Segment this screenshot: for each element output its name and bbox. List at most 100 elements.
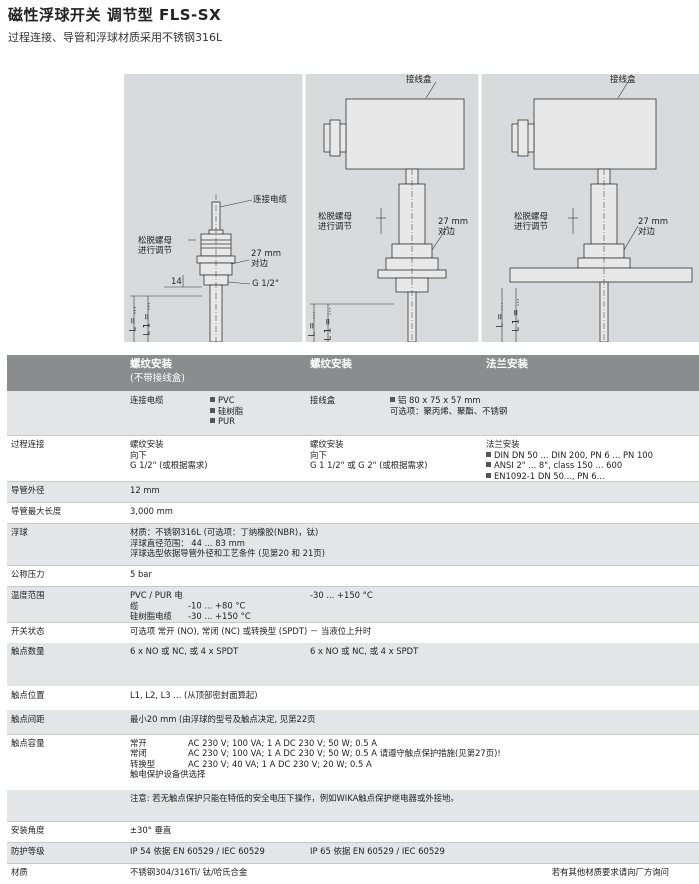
technical-drawings: 连接电缆 松脱螺母 进行调节 27 mm 对边 G 1/2" 14 L = ..… <box>124 74 699 342</box>
process-label: 过程连接 <box>7 435 124 482</box>
temp-label: 温度范围 <box>7 586 124 622</box>
temp-pvc-value: -10 ... +80 °C <box>188 600 246 611</box>
process-c2-line2: 向下 <box>310 449 327 460</box>
label-dim-l-1: L = ... <box>128 306 139 332</box>
row-tube-len: 导管最大长度 3,000 mm <box>7 502 699 524</box>
capacity-warning: 注意: 若无触点保护只能在特低的安全电压下操作，例如WIKA触点保护继电器或外接… <box>124 789 699 821</box>
header-col2: 螺纹安装 <box>306 355 482 391</box>
label-flat-2: 27 mm <box>438 217 469 227</box>
drawing-svg <box>130 74 693 342</box>
cable-opt-pvc: PVC <box>218 395 235 405</box>
row-capacity: 触点容量 常开 AC 230 V; 100 VA; 1 A DC 230 V; 5… <box>7 733 699 790</box>
flange-din: DIN DN 50 ... DIN 200, PN 6 ... PN 100 <box>494 449 653 460</box>
capacity-nc-value: AC 230 V; 100 VA; 1 A DC 230 V; 50 W; 0.… <box>188 748 378 758</box>
label-flat-2b: 对边 <box>438 227 456 237</box>
page-title: 磁性浮球开关 调节型 FLS-SX <box>8 6 222 24</box>
box-value: 铝 80 x 75 x 57 mm <box>398 395 481 405</box>
tube-len-value: 3,000 mm <box>124 502 699 524</box>
ip-label: 防护等级 <box>7 841 124 863</box>
row-warning: 注意: 若无触点保护只能在特低的安全电压下操作，例如WIKA触点保护继电器或外接… <box>7 789 699 821</box>
row-switch: 开关状态 可选项 常开 (NO), 常闭 (NC) 或转换型 (SPDT) － … <box>7 621 699 643</box>
float-selection: 浮球选型依据导管外径和工艺条件 (见第20 和 21页) <box>130 548 325 558</box>
switch-value: 可选项 常开 (NO), 常闭 (NC) 或转换型 (SPDT) － 当液位上升… <box>124 621 699 643</box>
capacity-spdt-label: 转换型 <box>130 758 156 769</box>
material-label: 材质 <box>7 862 124 884</box>
process-c1-line1: 螺纹安装 <box>130 439 164 449</box>
label-dim-l1-3: L 1 = ... <box>511 298 522 332</box>
pressure-label: 公称压力 <box>7 565 124 587</box>
contacts-c1: 6 x NO 或 NC, 或 4 x SPDT <box>124 642 306 686</box>
label-loosen-1: 松脱螺母 <box>138 236 173 246</box>
label-loosen-3: 松脱螺母 <box>514 212 549 222</box>
flange-ansi: ANSI 2" ... 8", class 150 ... 600 <box>494 460 623 470</box>
distance-value: 最小20 mm (由浮球的型号及触点决定, 见第22页 <box>124 709 699 734</box>
process-c2-line3: G 1 1/2" 或 G 2" (或根据需求) <box>310 460 428 470</box>
temp-pvc-label: PVC / PUR 电缆 <box>130 590 183 611</box>
tube-len-label: 导管最大长度 <box>7 502 124 524</box>
process-c1-line2: 向下 <box>130 449 147 460</box>
row-process: 过程连接 螺纹安装 向下 G 1/2" (或根据需求) 螺纹安装 向下 G 1 … <box>7 435 699 482</box>
capacity-label: 触点容量 <box>7 733 124 790</box>
row-angle: 安装角度 ±30° 垂直 <box>7 820 699 842</box>
capacity-no-value: AC 230 V; 100 VA; 1 A DC 230 V; 50 W; 0.… <box>188 737 378 748</box>
label-loosen-2: 松脱螺母 <box>318 212 353 222</box>
tube-dia-label: 导管外径 <box>7 481 124 503</box>
angle-label: 安装角度 <box>7 820 124 842</box>
page-subtitle: 过程连接、导管和浮球材质采用不锈钢316L <box>8 31 223 44</box>
ip-c1: IP 54 依据 EN 60529 / IEC 60529 <box>124 841 306 863</box>
process-c2-line1: 螺纹安装 <box>310 439 344 449</box>
temp-silicone-value: -30 ... +150 °C <box>188 611 251 621</box>
cable-opt-silicone: 硅树脂 <box>218 405 244 416</box>
row-material: 材质 不锈钢304/316Ti/ 钛/哈氏合金 若有其他材质要求请向厂方询问 <box>7 862 699 884</box>
position-label: 触点位置 <box>7 685 124 710</box>
process-c3-label: 法兰安装 <box>486 439 520 449</box>
float-label: 浮球 <box>7 523 124 566</box>
switch-label: 开关状态 <box>7 621 124 643</box>
label-dim-l1-2: L 1 = ... <box>323 307 334 341</box>
process-c1-line3: G 1/2" (或根据需求) <box>130 460 208 470</box>
float-diameter: 浮球直径范围： 44 ... 83 mm <box>130 537 245 548</box>
flange-en: EN1092-1 DN 50..., PN 6... <box>494 470 605 481</box>
label-flat-1: 27 mm <box>251 249 282 259</box>
label-adjust-2: 进行调节 <box>318 222 353 232</box>
row-position: 触点位置 L1, L2, L3 ... (从顶部密封面算起) <box>7 685 699 710</box>
label-dim-l-2: L = ... <box>307 311 318 337</box>
table-header: 螺纹安装 (不带接线盒) 螺纹安装 法兰安装 <box>7 355 699 391</box>
datasheet-page: 磁性浮球开关 调节型 FLS-SX 过程连接、导管和浮球材质采用不锈钢316L <box>7 6 699 884</box>
ip-c2: IP 65 依据 EN 60529 / IEC 60529 <box>306 841 699 863</box>
angle-value: ±30° 垂直 <box>124 820 699 842</box>
box-options: 可选项：聚丙烯、聚酯、不锈钢 <box>390 405 508 416</box>
capacity-spdt-value: AC 230 V; 40 VA; 1 A DC 230 V; 20 W; 0.5… <box>188 758 372 769</box>
position-value: L1, L2, L3 ... (从顶部密封面算起) <box>124 685 699 710</box>
temp-c2: -30 ... +150 °C <box>306 586 699 622</box>
capacity-protect: 触电保护设备供选择 <box>130 769 206 779</box>
row-float: 浮球 材质：不锈钢316L (可选项：丁纳橡胶(NBR)，钛) 浮球直径范围： … <box>7 523 699 566</box>
label-dim-l-3: L = ... <box>495 302 506 328</box>
label-dim-l1-1: L 1 = ... <box>142 302 153 336</box>
material-c3: 若有其他材质要求请向厂方询问 <box>482 862 699 884</box>
box-label: 接线盒 <box>310 395 336 405</box>
label-adjust-3: 进行调节 <box>514 222 549 232</box>
spec-table: 螺纹安装 (不带接线盒) 螺纹安装 法兰安装 连接电缆 PVC 硅树脂 PUR … <box>7 355 699 884</box>
row-distance: 触点间距 最小20 mm (由浮球的型号及触点决定, 见第22页 <box>7 709 699 734</box>
distance-label: 触点间距 <box>7 709 124 734</box>
label-cable: 连接电缆 <box>253 195 288 205</box>
cable-opt-pur: PUR <box>218 416 235 426</box>
header-col1-sub: (不带接线盒) <box>130 373 185 384</box>
row-pressure: 公称压力 5 bar <box>7 565 699 587</box>
temp-silicone-label: 硅树脂电缆 <box>130 611 172 621</box>
row-tube-dia: 导管外径 12 mm <box>7 481 699 503</box>
cable-label: 连接电缆 <box>130 395 164 405</box>
label-thread: G 1/2" <box>252 279 279 289</box>
row-cable: 连接电缆 PVC 硅树脂 PUR 接线盒 铝 80 x 75 x 57 mm 可… <box>7 391 699 436</box>
pressure-value: 5 bar <box>124 565 699 587</box>
label-flat-3: 27 mm <box>638 217 669 227</box>
float-material: 材质：不锈钢316L (可选项：丁纳橡胶(NBR)，钛) <box>130 527 319 537</box>
row-contacts: 触点数量 6 x NO 或 NC, 或 4 x SPDT 6 x NO 或 NC… <box>7 642 699 686</box>
capacity-no-label: 常开 <box>130 737 147 748</box>
row-temperature: 温度范围 PVC / PUR 电缆 -10 ... +80 °C 硅树脂电缆 -30… <box>7 586 699 622</box>
contacts-c2: 6 x NO 或 NC, 或 4 x SPDT <box>306 642 699 686</box>
row-ip: 防护等级 IP 54 依据 EN 60529 / IEC 60529 IP 65… <box>7 841 699 863</box>
label-box-2: 接线盒 <box>406 75 432 85</box>
label-adjust-1: 进行调节 <box>138 246 173 256</box>
